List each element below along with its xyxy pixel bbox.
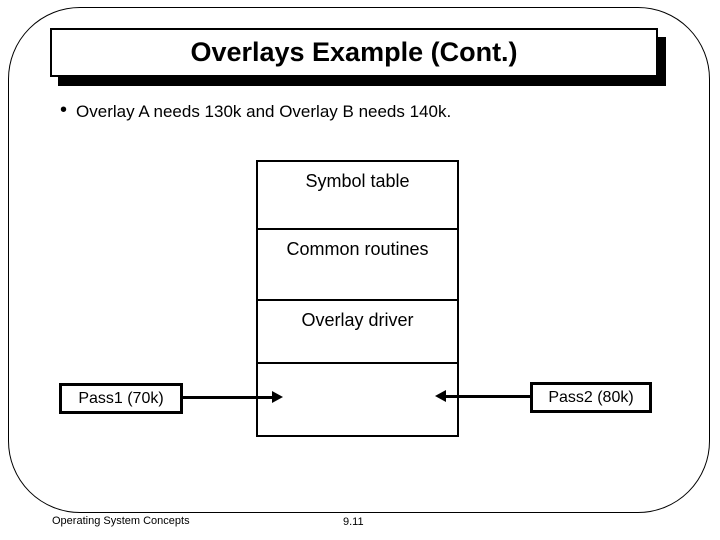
memory-section-overlay-driver: Overlay driver	[258, 301, 457, 364]
bullet-icon: •	[60, 99, 68, 121]
slide-rounded-border	[8, 7, 710, 513]
memory-section-overlay-area	[258, 364, 457, 435]
memory-section-common-routines: Common routines	[258, 230, 457, 301]
pass2-label: Pass2 (80k)	[548, 388, 634, 406]
pass2-arrow	[435, 390, 530, 402]
footer-page-number: 9.11	[343, 516, 364, 528]
pass1-arrow	[183, 391, 283, 403]
bullet-line: • Overlay A needs 130k and Overlay B nee…	[60, 99, 680, 123]
footer-course-title: Operating System Concepts	[52, 515, 190, 527]
memory-layout-box: Symbol table Common routines Overlay dri…	[256, 160, 459, 437]
pass2-arrow-shaft	[446, 394, 530, 398]
pass1-arrow-shaft	[183, 395, 272, 399]
memory-section-symbol-table: Symbol table	[258, 162, 457, 230]
arrow-right-icon	[272, 391, 283, 403]
arrow-left-icon	[435, 390, 446, 402]
pass2-box: Pass2 (80k)	[530, 382, 652, 413]
title-banner: Overlays Example (Cont.)	[50, 28, 658, 77]
pass1-label: Pass1 (70k)	[78, 389, 164, 407]
pass1-box: Pass1 (70k)	[59, 383, 183, 414]
page-title: Overlays Example (Cont.)	[190, 37, 518, 67]
bullet-text: Overlay A needs 130k and Overlay B needs…	[76, 102, 452, 121]
